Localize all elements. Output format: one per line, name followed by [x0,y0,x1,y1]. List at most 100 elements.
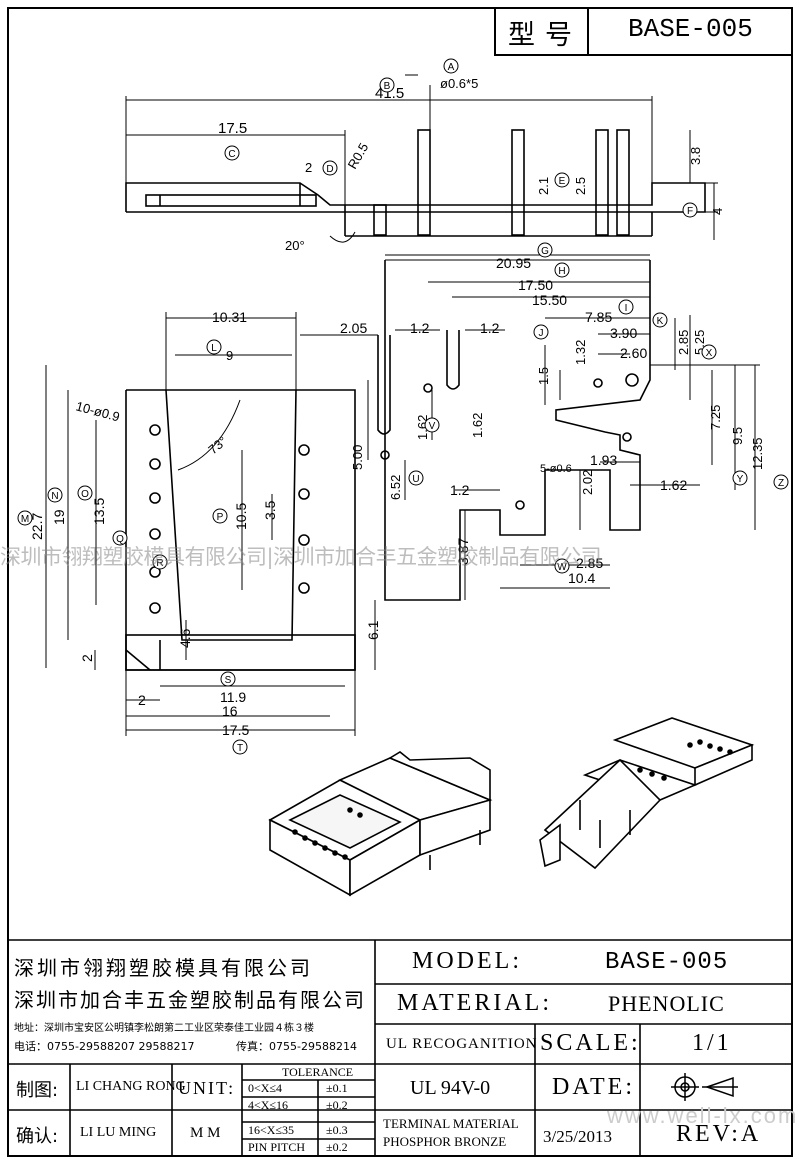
callout-circle [232,739,248,755]
tolerance-title: TOLERANCE [282,1065,354,1079]
watermark-text: 深圳市翎翔塑胶模具有限公司|深圳市加合丰五金塑胶制品有限公司 [0,545,602,569]
title-block-grid [8,939,792,1156]
callout-letter: T [237,743,243,754]
bottom-view [45,312,376,736]
approved-label: 确认: [16,1126,59,1147]
dimension-labels: ø0.6*5 41.5 17.5 2 R0.5 2.1 2.5 3.8 4 20… [29,76,765,738]
callout-letter: Q [116,534,124,545]
callout-circle [212,508,228,524]
dim-v202: 2.02 [580,470,595,495]
dim-w12b: 1.2 [480,320,500,336]
callout-circle [77,485,93,501]
dim-angle73: 73° [205,433,230,457]
terminal-label-2: PHOSPHOR BRONZE [383,1134,507,1149]
dim-v1235: 12.35 [750,437,765,470]
dim-v500: 5.00 [350,445,365,470]
tolerance-value: ±0.2 [326,1098,348,1112]
callout-circle [732,470,748,486]
material-value: PHENOLIC [608,991,725,1016]
callout-circle [554,172,570,188]
callout-circle [17,510,33,526]
tolerance-value: ±0.1 [326,1081,348,1095]
callout-circle [379,77,395,93]
dim-v193: 1.93 [590,452,617,468]
dim-v61: 6.1 [365,620,381,640]
dim-e25: 2.5 [573,177,588,195]
dim-v135: 13.5 [91,498,107,525]
company-name-2: 深圳市加合丰五金塑胶制品有限公司 [14,988,366,1012]
callout-circle [220,671,236,687]
dim-i132: 1.32 [573,340,588,365]
scale-label: SCALE: [540,1030,641,1056]
callout-circle [112,530,128,546]
callout-letter: Y [737,474,744,485]
unit-value: M M [190,1125,221,1141]
projection-symbol-icon [671,1073,738,1101]
header-model-value: BASE-005 [628,14,753,44]
drawn-value: LI CHANG RONG [76,1079,186,1094]
company-fax: 传真：0755-29588214 [236,1040,357,1053]
model-value: BASE-005 [605,949,729,976]
dim-v162b: 1.62 [470,413,485,438]
callout-letter: M [21,514,29,525]
callout-letter: G [541,246,549,257]
callout-letter: Z [778,478,784,489]
dim-v19: 19 [51,509,67,525]
dim-i260: 2.60 [620,345,647,361]
dim-h38: 3.8 [688,147,703,165]
callout-letter: L [211,343,217,354]
tolerance-range: PIN PITCH [248,1140,306,1154]
callout-letter: U [412,474,419,485]
company-phone: 电话：0755-29588207 29588217 [14,1040,195,1053]
dim-i390: 3.90 [610,325,637,341]
dim-w16: 16 [222,703,238,719]
dim-w205: 2.05 [340,320,367,336]
callout-letter: X [706,348,713,359]
dim-v15: 1.5 [536,367,551,385]
dim-w9: 9 [226,348,233,363]
dim-v104: 10.4 [568,570,595,586]
material-label: MATERIAL: [397,990,552,1016]
dim-v387: 3.87 [455,538,471,565]
callout-letter: A [448,62,455,73]
callout-circle [554,558,570,574]
dim-e21: 2.1 [536,177,551,195]
callout-letter: K [657,316,664,327]
ul-label: UL RECOGANITION [386,1036,538,1052]
callout-circle [773,474,789,490]
callout-circle [682,202,698,218]
dim-i785: 7.85 [585,309,612,325]
dim-pins5: 5-ø0.6 [540,463,572,475]
callout-letter: D [326,164,333,175]
dim-h4: 4 [710,208,725,215]
dim-g2095: 20.95 [496,255,531,271]
dim-v2b: 2 [79,654,95,662]
callout-letter: V [429,421,436,432]
unit-label: UNIT: [178,1078,236,1098]
dim-v46: 4.6 [177,628,193,648]
dim-w119: 11.9 [220,689,246,705]
company-name-1: 深圳市翎翔塑胶模具有限公司 [14,956,313,980]
side-view [125,74,718,243]
dim-angle20: 20° [285,238,305,253]
callout-letter: R [156,558,163,569]
dim-v95: 9.5 [730,427,745,445]
callout-circle [322,160,338,176]
iso-view-right [539,717,755,870]
callout-circle [47,487,63,503]
tolerance-value: ±0.3 [326,1123,348,1137]
rev-label: REV:A [676,1121,762,1147]
callout-circle [224,145,240,161]
tolerance-range: 0<X≤4 [248,1081,283,1095]
tolerance-range: 16<X≤35 [248,1123,295,1137]
callout-letter: C [228,149,235,160]
dim-v35: 3.5 [262,500,278,520]
dim-d2: 2 [305,160,312,175]
dim-w2: 2 [138,692,146,708]
callout-letter: N [51,491,58,502]
callout-letter: F [687,206,693,217]
callout-letter: H [558,266,565,277]
